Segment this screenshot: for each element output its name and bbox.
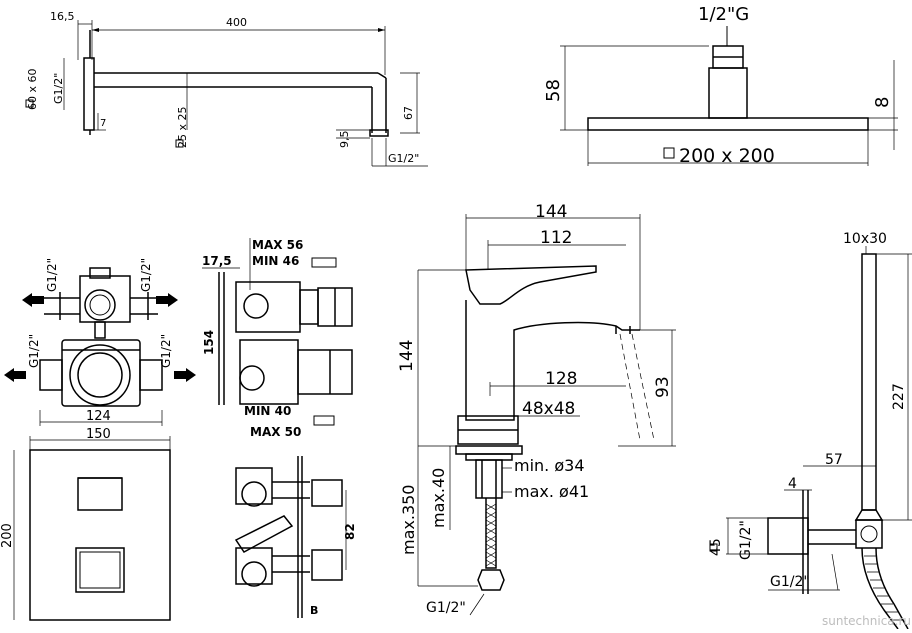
dim-227: 227 [891, 383, 907, 410]
dim-93: 93 [653, 376, 673, 398]
watermark: suntechnica.ru [822, 614, 911, 628]
dim-max50: MAX 50 [250, 425, 301, 439]
dim-17-5: 17,5 [202, 254, 232, 268]
dim-200: 200 [0, 523, 15, 548]
dim-min-dia: min. ø34 [514, 456, 585, 475]
dim-124: 124 [86, 409, 111, 424]
dim-max-dia: max. ø41 [514, 482, 589, 501]
dim-4: 4 [788, 476, 797, 492]
hand-shower-drawing: 10x30 227 57 4 45 G1/2" G1/2" [708, 231, 912, 630]
dim-max350: max.350 [399, 485, 418, 555]
basin-mixer-drawing: 144 112 144 128 93 48x48 [397, 202, 676, 616]
dim-57: 57 [825, 452, 843, 468]
dim-16-5: 16,5 [50, 10, 75, 23]
dim-min40: MIN 40 [244, 404, 291, 418]
dim-10x30: 10x30 [843, 231, 887, 247]
dim-valve-g12-mid-left: G1/2" [27, 334, 41, 368]
dim-112: 112 [540, 228, 572, 248]
dim-valve-g12-top-left: G1/2" [45, 258, 59, 292]
dim-head-size: 200 x 200 [679, 145, 775, 167]
dim-max40: max.40 [429, 468, 448, 528]
dim-150: 150 [86, 427, 111, 442]
dim-max56: MAX 56 [252, 238, 303, 252]
dim-58: 58 [543, 79, 564, 102]
dim-67: 67 [402, 106, 415, 120]
dim-7: 7 [100, 118, 106, 129]
dim-400: 400 [226, 16, 247, 29]
dim-min46: MIN 46 [252, 254, 299, 268]
dim-82: 82 [343, 523, 357, 540]
dim-thread: 1/2"G [698, 4, 749, 25]
dim-8: 8 [872, 97, 893, 108]
dim-154: 154 [202, 330, 216, 355]
dim-9-5: 9,5 [338, 131, 351, 149]
dim-45: 45 [708, 538, 724, 556]
dim-mixer-144-side: 144 [397, 340, 417, 372]
dim-arm-g12-bottom: G1/2" [388, 152, 419, 165]
dim-valve-g12-top-right: G1/2" [139, 258, 153, 292]
valve-section-drawing: 17,5 MAX 56 MIN 46 154 MIN 40 MAX 50 [202, 238, 357, 618]
dim-hand-g12-v: G1/2" [738, 520, 754, 560]
shower-arm-drawing: 16,5 400 7 25 x 25 60 x 60 G1/2" 67 [25, 10, 428, 167]
valve-front-drawing: G1/2" G1/2" G1/2" G1/2" 124 150 200 [0, 258, 196, 621]
dim-valve-g12-mid-right: G1/2" [159, 334, 173, 368]
dim-arm-g12: G1/2" [52, 73, 65, 104]
shower-head-drawing: 1/2"G 200 x 200 58 8 [543, 4, 898, 167]
dim-25x25: 25 x 25 [176, 107, 189, 149]
dim-b: B [310, 604, 318, 617]
dim-mixer-144-top: 144 [535, 202, 567, 222]
dim-mixer-g12: G1/2" [426, 600, 466, 616]
dim-hand-g12-h: G1/2" [770, 574, 810, 590]
dim-128: 128 [545, 369, 577, 389]
dim-48x48: 48x48 [522, 399, 575, 419]
